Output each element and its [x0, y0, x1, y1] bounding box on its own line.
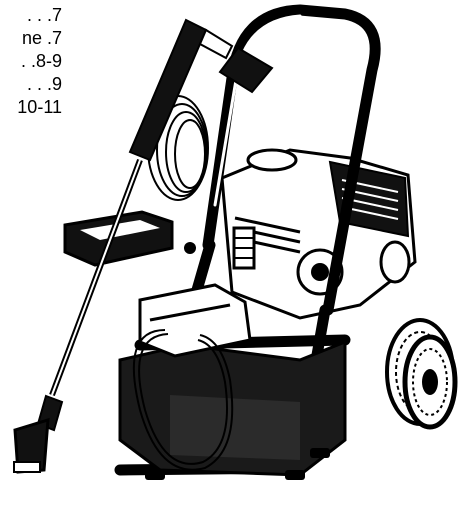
high-pressure-hose: [132, 329, 234, 471]
pump: [138, 226, 256, 358]
table-of-contents-fragment: . . .7 ne .7 . .8-9 . . .9 10-11: [0, 4, 62, 119]
toc-entry: ne .7: [21, 28, 62, 48]
nozzle-holder: [63, 210, 174, 267]
front-wheel: [402, 334, 458, 430]
spray-wand: [13, 18, 274, 474]
toc-entry: . . .9: [26, 74, 62, 94]
toc-entry: . .8-9: [20, 51, 62, 71]
toc-entry: . . .7: [26, 5, 62, 25]
toc-entry: 10-11: [17, 97, 62, 117]
frame-feet: [145, 448, 330, 480]
